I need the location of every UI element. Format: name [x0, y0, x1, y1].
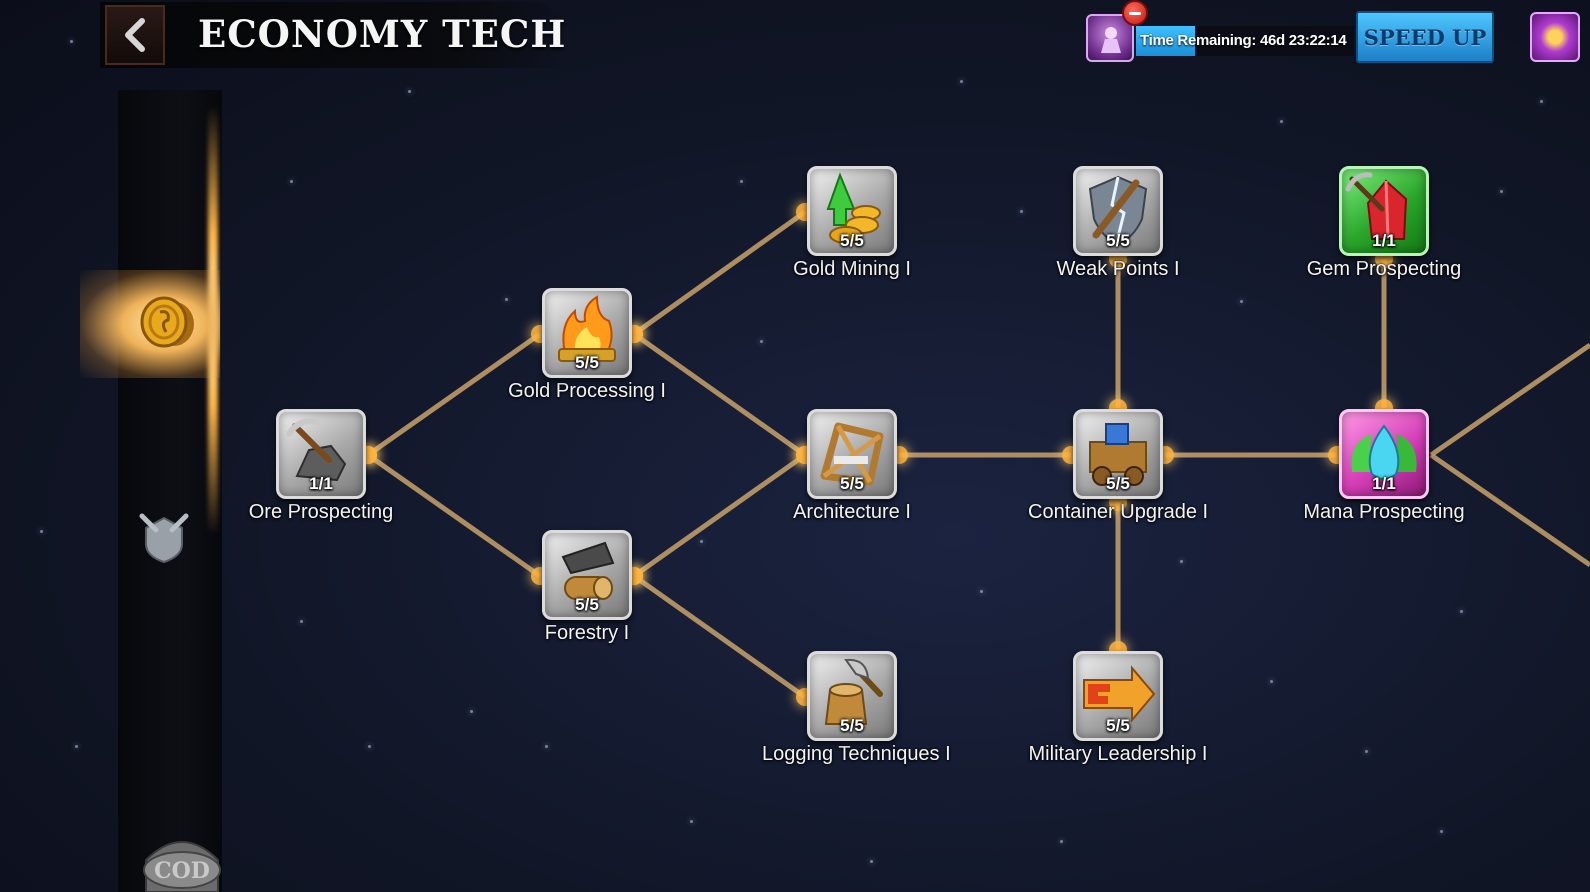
cart-icon: 5/5 — [1073, 409, 1163, 499]
tech-level: 5/5 — [1106, 231, 1130, 250]
tech-level: 1/1 — [1372, 231, 1396, 250]
tech-label: Logging Techniques I — [762, 743, 951, 765]
forestry-log-icon: 5/5 — [542, 530, 632, 620]
tech-label: Gold Mining I — [793, 258, 911, 280]
tech-label: Gold Processing I — [508, 380, 666, 402]
gem-pickaxe-icon: 1/1 — [1339, 166, 1429, 256]
tech-level: 5/5 — [840, 716, 864, 735]
tech-level: 1/1 — [1372, 474, 1396, 493]
gold-fire-icon: 5/5 — [542, 288, 632, 378]
tech-node-gold-mining[interactable]: 5/5 Gold Mining I — [762, 166, 942, 281]
tech-level: 1/1 — [309, 474, 333, 493]
page-title: ECONOMY TECH — [198, 12, 567, 56]
tech-link — [1429, 452, 1590, 568]
tech-link — [632, 209, 807, 337]
svg-text:COD: COD — [154, 858, 210, 884]
category-tab-economy[interactable] — [80, 270, 220, 378]
mana-crystal-icon: 1/1 — [1339, 409, 1429, 499]
tech-label: Gem Prospecting — [1306, 258, 1462, 280]
tech-label: Military Leadership I — [1028, 743, 1208, 765]
tech-node-mana-prospecting[interactable]: 1/1 Mana Prospecting — [1294, 409, 1474, 524]
tech-level: 5/5 — [840, 474, 864, 493]
tech-level: 5/5 — [1106, 474, 1130, 493]
tech-node-gem-prospecting[interactable]: 1/1 Gem Prospecting — [1294, 166, 1474, 281]
exp-arrow-icon: 5/5 — [1073, 651, 1163, 741]
tech-node-ore-prospecting[interactable]: 1/1 Ore Prospecting — [231, 409, 411, 524]
tech-label: Mana Prospecting — [1303, 501, 1465, 523]
timer-text: Time Remaining: 46d 23:22:14 — [1140, 32, 1347, 49]
gold-coin-icon — [140, 296, 194, 348]
speed-up-button[interactable]: SPEED UP — [1356, 11, 1494, 63]
chevron-left-icon — [125, 18, 145, 52]
tech-label: Ore Prospecting — [248, 501, 394, 523]
tech-level: 5/5 — [575, 353, 599, 372]
category-tab-military-icon[interactable] — [136, 510, 192, 566]
tech-level: 5/5 — [840, 231, 864, 250]
cavalry-icon — [1101, 27, 1121, 53]
tech-node-weak-points[interactable]: 5/5 Weak Points I — [1028, 166, 1208, 281]
category-panel — [118, 90, 222, 892]
timer-progress-bar: Time Remaining: 46d 23:22:14 — [1136, 26, 1354, 56]
title-banner — [100, 2, 570, 68]
tech-link — [366, 331, 542, 458]
tech-link — [1429, 342, 1590, 458]
tech-link — [632, 452, 807, 579]
tech-node-architecture[interactable]: 5/5 Architecture I — [762, 409, 942, 524]
category-tab-cod-icon[interactable]: COD — [136, 830, 228, 892]
tech-link — [632, 331, 807, 458]
tech-node-forestry[interactable]: 5/5 Forestry I — [497, 530, 677, 645]
back-button[interactable] — [105, 5, 165, 65]
tech-link — [632, 573, 807, 700]
tech-label: Architecture I — [793, 501, 911, 523]
tech-node-container-upgrade[interactable]: 5/5 Container Upgrade I — [1028, 409, 1208, 524]
tech-level: 5/5 — [1106, 716, 1130, 735]
tech-level: 5/5 — [575, 595, 599, 614]
tech-link — [366, 452, 542, 579]
cancel-research-button[interactable] — [1122, 0, 1148, 26]
ore-pickaxe-icon: 1/1 — [276, 409, 366, 499]
tech-label: Forestry I — [544, 622, 630, 644]
tech-node-military-leadership[interactable]: 5/5 Military Leadership I — [1028, 651, 1208, 766]
tech-label: Container Upgrade I — [1028, 501, 1209, 523]
gold-coins-icon: 5/5 — [807, 166, 897, 256]
tech-node-logging-techniques[interactable]: 5/5 Logging Techniques I — [762, 651, 951, 766]
axe-stump-icon: 5/5 — [807, 651, 897, 741]
wood-frame-icon: 5/5 — [807, 409, 897, 499]
tech-node-gold-processing[interactable]: 5/5 Gold Processing I — [497, 288, 677, 403]
boost-icon[interactable] — [1530, 12, 1580, 62]
tech-label: Weak Points I — [1056, 258, 1180, 280]
minus-icon — [1129, 11, 1141, 15]
timer-progress-fill — [1136, 26, 1195, 56]
broken-shield-icon: 5/5 — [1073, 166, 1163, 256]
